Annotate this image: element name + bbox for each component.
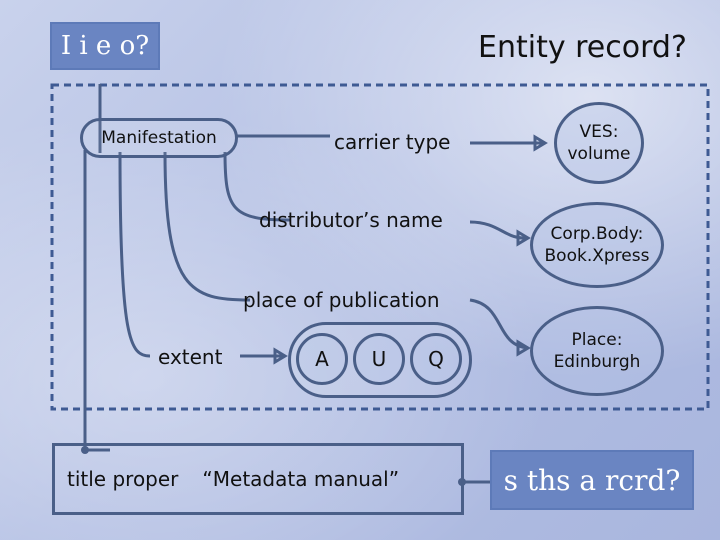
- entity-record-frame: [50, 83, 710, 411]
- is-this-a-record-label: s ths a rcrd?: [503, 463, 681, 497]
- aqu-letter: U: [371, 347, 387, 371]
- arrowhead-place: [516, 339, 531, 357]
- entity-corp-line1: Corp.Body:: [550, 223, 644, 244]
- entity-place-line2: Edinburgh: [553, 352, 641, 372]
- entity-place-edinburgh: Place: Edinburgh: [530, 306, 664, 396]
- connector-manifestation-place: [163, 151, 251, 302]
- arrowhead-ves: [533, 134, 548, 152]
- arrowhead-extent: [273, 347, 288, 365]
- arrowhead-corp: [516, 229, 531, 247]
- manifestation-label: Manifestation: [101, 128, 217, 148]
- aqu-letter: Q: [428, 347, 444, 371]
- entity-place-line1: Place:: [571, 329, 623, 350]
- title-proper-box: title proper “Metadata manual”: [52, 443, 464, 515]
- entity-ves-line2: volume: [567, 144, 631, 164]
- distributor-name-label: distributor’s name: [259, 208, 443, 232]
- entity-corporate-body: Corp.Body: Book.Xpress: [530, 202, 664, 288]
- extent-label: extent: [158, 345, 223, 369]
- is-this-a-record-box: s ths a rcrd?: [490, 450, 694, 510]
- top-left-label-box: I i e o?: [50, 22, 160, 70]
- top-left-label: I i e o?: [60, 31, 150, 61]
- place-of-publication-label: place of publication: [243, 288, 440, 312]
- connector-distributor-corp: [469, 220, 529, 240]
- entity-record-heading: Entity record?: [478, 30, 687, 65]
- entity-ves-volume: VES: volume: [554, 102, 644, 184]
- connector-manifestation-distributor: [223, 151, 291, 222]
- carrier-type-label: carrier type: [334, 130, 451, 154]
- connector-manifestation-extent: [118, 151, 151, 358]
- entity-ves-line1: VES:: [579, 121, 619, 142]
- manifestation-node: Manifestation: [80, 118, 238, 158]
- connector-place-edinburgh: [469, 298, 529, 350]
- title-proper-label: title proper: [67, 467, 179, 491]
- aqu-item: U: [353, 333, 405, 385]
- aqu-item: A: [296, 333, 348, 385]
- aqu-letter: A: [315, 347, 329, 371]
- title-proper-value: “Metadata manual”: [202, 467, 400, 491]
- connector-dot: [81, 446, 89, 454]
- aqu-item: Q: [410, 333, 462, 385]
- entity-corp-line2: Book.Xpress: [544, 246, 650, 266]
